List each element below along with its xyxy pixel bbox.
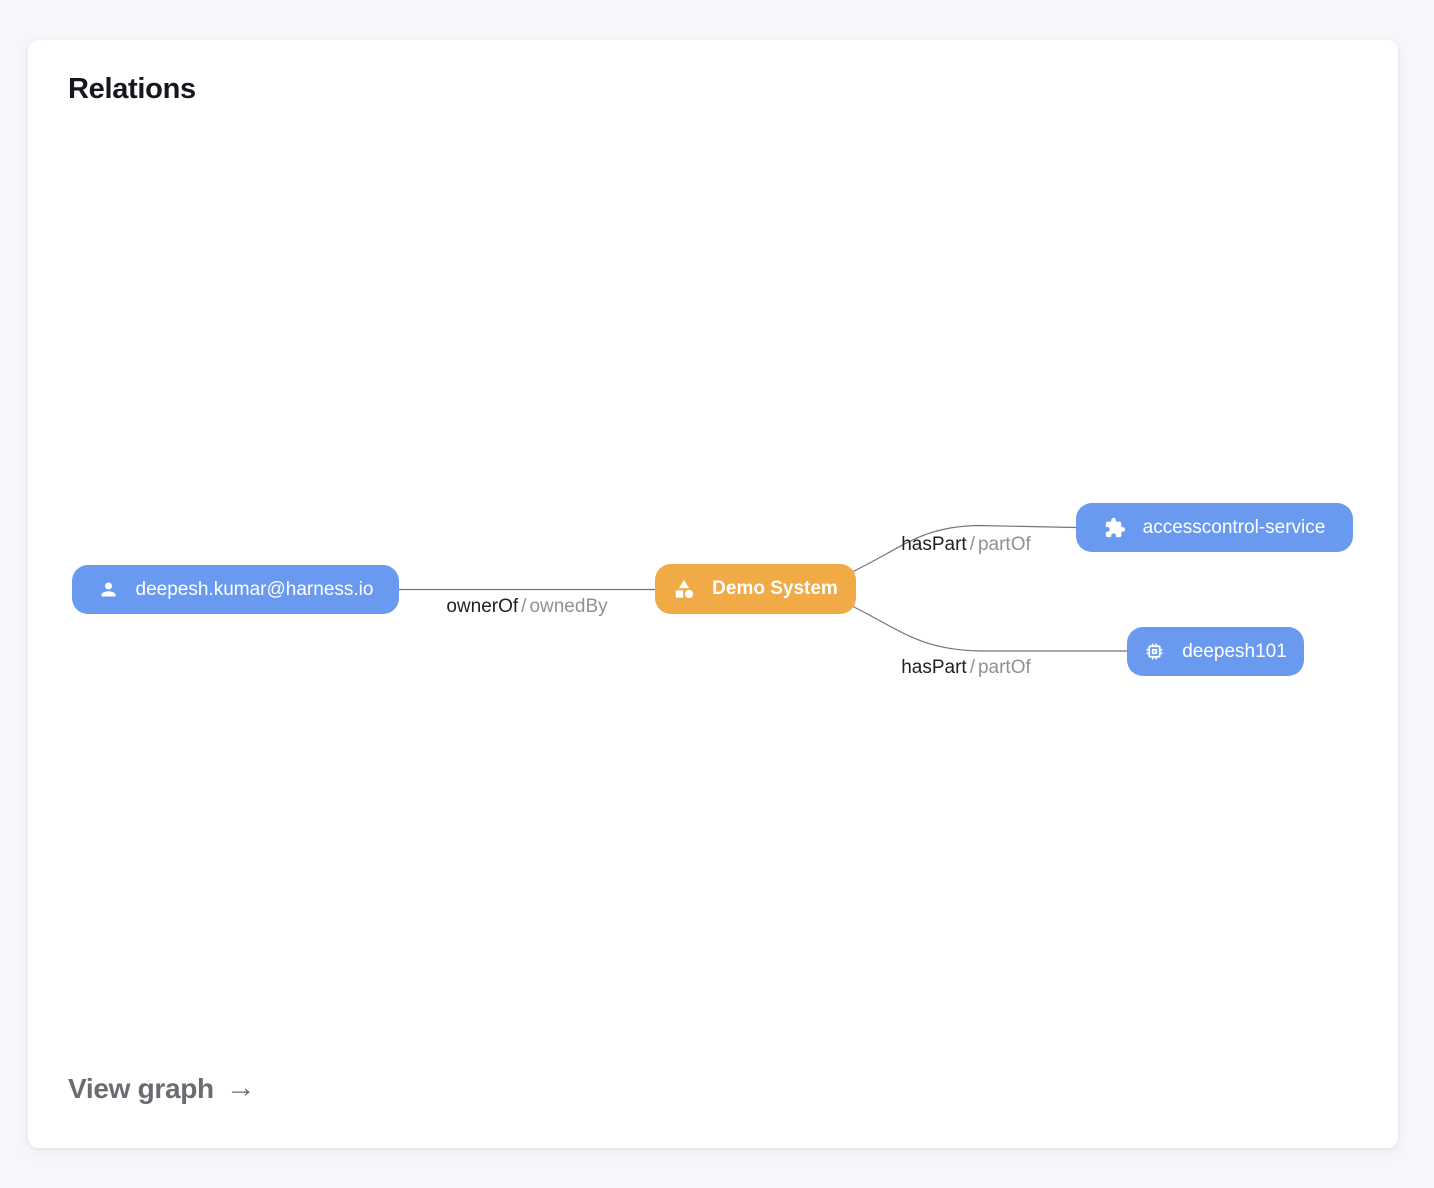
edge-label-primary: ownerOf [446,596,519,617]
view-graph-link[interactable]: View graph → [68,1073,256,1105]
edge-label-separator: / [969,534,975,555]
puzzle-icon [1104,517,1126,539]
category-icon [673,578,695,600]
edge-haspart-bottom [851,605,1127,652]
entity-node-label: deepesh.kumar@harness.io [135,578,374,600]
edge-label-separator: / [521,596,527,617]
arrow-right-icon: → [225,1071,256,1104]
entity-node-system[interactable]: Demo System [655,564,856,614]
entity-node-label: accesscontrol-service [1142,516,1326,538]
edge-label-secondary: partOf [977,657,1031,678]
edge-label-secondary: ownedBy [529,596,608,617]
view-graph-label: View graph [68,1073,214,1104]
entity-node-label: deepesh101 [1182,640,1287,662]
edge-label-haspart-bottom: hasPart/partOf [846,657,1086,679]
edge-haspart-top [851,524,1077,573]
relations-graph: deepesh.kumar@harness.io Demo System acc… [28,40,1398,1148]
entity-node-user[interactable]: deepesh.kumar@harness.io [72,565,399,614]
edge-label-haspart-top: hasPart/partOf [846,534,1086,556]
entity-node-component[interactable]: deepesh101 [1127,627,1304,676]
relations-card: Relations deepesh.kumar@harness.io Demo … [28,40,1398,1148]
edge-label-primary: hasPart [901,657,967,678]
graph-edges [399,524,1127,652]
chip-icon [1144,641,1165,662]
entity-node-service[interactable]: accesscontrol-service [1076,503,1353,552]
edge-label-primary: hasPart [901,534,967,555]
person-icon [98,579,119,600]
edge-label-separator: / [969,657,975,678]
edge-label-secondary: partOf [977,534,1031,555]
entity-node-label: Demo System [712,578,838,599]
edge-label-ownerof: ownerOf/ownedBy [399,596,655,618]
page-title: Relations [68,73,196,105]
